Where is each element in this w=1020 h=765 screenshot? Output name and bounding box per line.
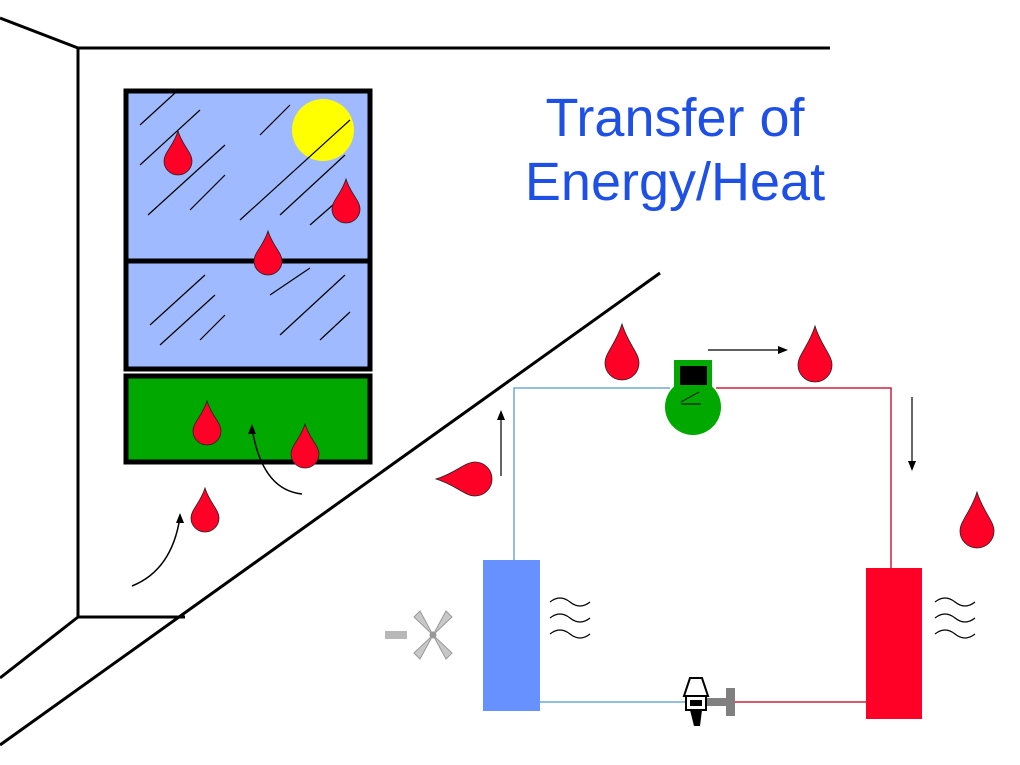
room-walls — [0, 16, 830, 747]
slide-title: Transfer of Energy/Heat — [480, 86, 870, 214]
condenser-coil — [866, 568, 922, 719]
heat-wave-icon — [549, 597, 976, 639]
heat-drop-icon — [604, 322, 640, 381]
refrigerant-lines — [513, 387, 892, 703]
heat-drop-icon — [959, 490, 995, 549]
compressor-icon — [665, 360, 721, 435]
heat-drop-icon — [434, 461, 493, 497]
evaporator-coil — [483, 560, 540, 711]
hot-line — [716, 387, 892, 568]
heater-panel — [123, 373, 373, 465]
heat-drop-icon — [190, 486, 220, 533]
heat-drop-icon — [163, 129, 193, 176]
heat-drop-icon — [331, 177, 361, 224]
heat-drop-icon — [290, 422, 320, 469]
sun-icon — [292, 99, 354, 161]
heat-drop-icon — [253, 229, 283, 276]
arrowheads-curved — [176, 424, 256, 523]
title-line-1: Transfer of — [545, 88, 805, 148]
window — [123, 88, 373, 465]
straight-arrows — [497, 346, 916, 476]
title-line-2: Energy/Heat — [524, 152, 826, 212]
heat-drop-icon — [797, 324, 833, 383]
fan-icon — [385, 610, 453, 660]
flow-arrow-icon — [131, 427, 303, 587]
cold-line — [513, 387, 670, 560]
expansion-valve-icon — [682, 677, 735, 726]
window-lower-pane — [123, 258, 373, 372]
heat-drops — [163, 129, 995, 549]
rain-streaks — [139, 92, 351, 346]
heat-drop-icon — [192, 399, 222, 446]
